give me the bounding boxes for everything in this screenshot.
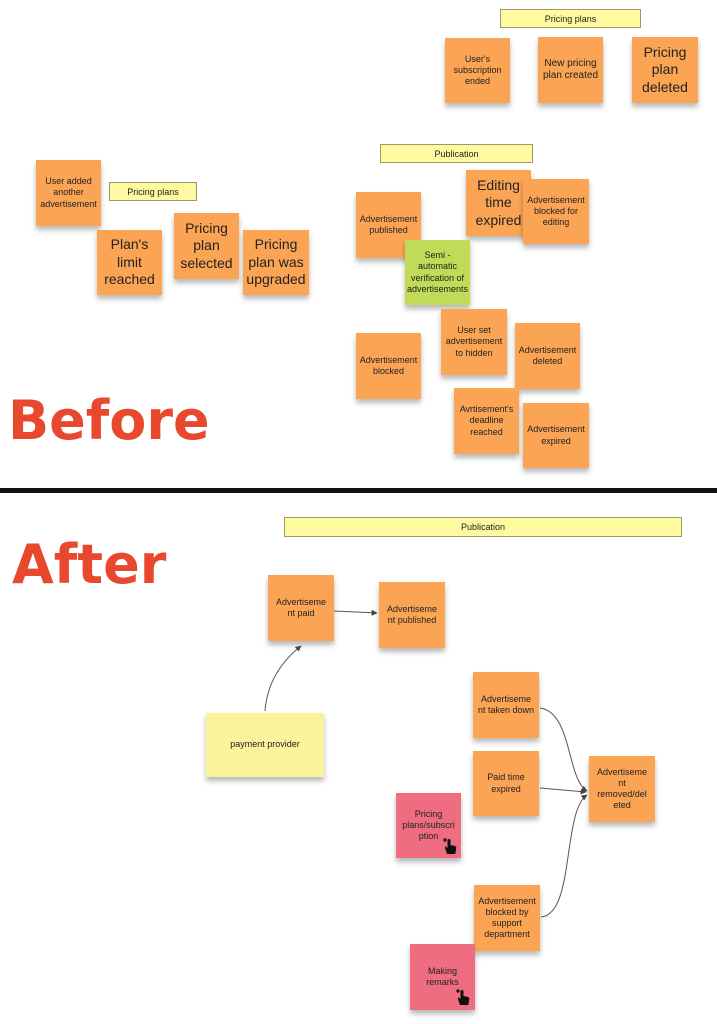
note-editing-expired[interactable]: Editing time expired bbox=[466, 170, 531, 236]
note-paid-time-expired[interactable]: Paid time expired bbox=[473, 751, 539, 816]
note-new-plan-created[interactable]: New pricing plan created bbox=[538, 37, 603, 103]
note-ad-deleted[interactable]: Advertisement deleted bbox=[515, 323, 580, 389]
note-set-hidden[interactable]: User set advertisement to hidden bbox=[441, 309, 507, 375]
note-blocked-editing[interactable]: Advertisement blocked for editing bbox=[523, 179, 589, 244]
label-pricing-plans-left[interactable]: Pricing plans bbox=[109, 182, 197, 201]
note-deadline-reached[interactable]: Avrtisement's deadline reached bbox=[454, 388, 519, 454]
hand-pointer-plus-icon[interactable] bbox=[442, 837, 458, 855]
arrow-paid-to-published bbox=[333, 609, 378, 616]
label-pricing-plans-top[interactable]: Pricing plans bbox=[500, 9, 641, 28]
note-ad-blocked[interactable]: Advertisement blocked bbox=[356, 333, 421, 399]
note-payment-provider[interactable]: payment provider bbox=[206, 713, 324, 777]
note-semi-auto-verification[interactable]: Semi - automatic verification of adverti… bbox=[405, 240, 470, 305]
arrow-taken-down-to-removed bbox=[539, 707, 588, 792]
label-publication-after[interactable]: Publication bbox=[284, 517, 682, 537]
note-plan-deleted[interactable]: Pricing plan deleted bbox=[632, 37, 698, 103]
hand-pointer-plus-icon-2[interactable] bbox=[455, 988, 471, 1006]
arrow-paid-expired-to-removed bbox=[539, 787, 587, 795]
note-subscription-ended[interactable]: User's subscription ended bbox=[445, 38, 510, 103]
note-pricing-subscription-text: Pricing plans/subscri ption bbox=[402, 808, 455, 842]
note-blocked-support[interactable]: Advertisement blocked by support departm… bbox=[474, 885, 540, 951]
note-ad-paid[interactable]: Advertiseme nt paid bbox=[268, 575, 334, 641]
arrow-blocked-to-removed bbox=[540, 794, 588, 918]
section-divider bbox=[0, 488, 717, 493]
note-plan-upgraded[interactable]: Pricing plan was upgraded bbox=[243, 230, 309, 295]
note-making-remarks-text: Making remarks bbox=[426, 965, 459, 987]
note-user-added-ad[interactable]: User added another advertisement bbox=[36, 160, 101, 226]
note-limit-reached[interactable]: Plan's limit reached bbox=[97, 230, 162, 295]
note-plan-selected[interactable]: Pricing plan selected bbox=[174, 213, 239, 279]
note-ad-published-after[interactable]: Advertiseme nt published bbox=[379, 582, 445, 648]
note-taken-down[interactable]: Advertiseme nt taken down bbox=[473, 672, 539, 738]
heading-before: Before bbox=[8, 389, 210, 452]
note-removed-deleted[interactable]: Advertiseme nt removed/del eted bbox=[589, 756, 655, 822]
note-ad-expired[interactable]: Advertisement expired bbox=[523, 403, 589, 468]
label-publication-before[interactable]: Publication bbox=[380, 144, 533, 163]
heading-after: After bbox=[12, 533, 167, 596]
arrow-provider-to-paid bbox=[264, 645, 302, 712]
note-ad-published-before[interactable]: Advertisement published bbox=[356, 192, 421, 258]
